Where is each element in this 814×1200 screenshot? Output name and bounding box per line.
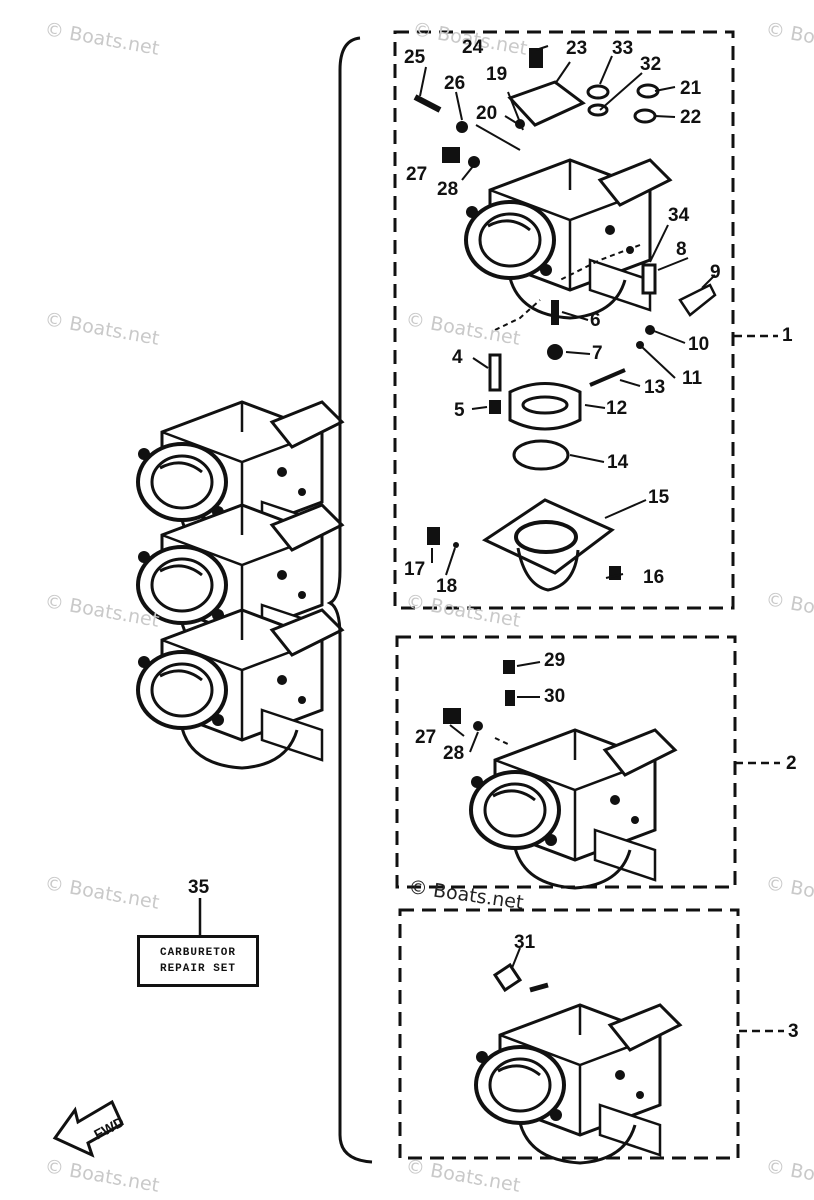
carburetor-group-1 [464,158,672,320]
ref-number: 26 [444,73,466,94]
ref-number: 24 [462,37,484,58]
repair-set-line-2: REPAIR SET [159,963,236,975]
repair-set-line-1: CARBURETOR [159,947,236,959]
ref-number: 6 [590,310,601,331]
ref-number: 10 [688,334,710,355]
ref-number: 1 [782,325,793,346]
ref-number: 2 [786,753,797,774]
group-box-3 [398,908,740,1160]
ref-number: 34 [668,205,690,226]
ref-number: 20 [476,103,498,124]
ref-number: 7 [592,343,603,364]
ref-number: 28 [443,743,465,764]
ref-number: 19 [486,64,508,85]
ref-number: 25 [404,47,426,68]
ref-number: 16 [643,567,665,588]
carburetor-assembly-stack [136,400,344,770]
carburetor-repair-set-label: CARBURETOR REPAIR SET [137,935,259,987]
ref-number: 27 [406,164,428,185]
carburetor-group-3 [474,1003,682,1165]
carburetor-group-2 [469,728,677,890]
ref-number: 33 [612,38,634,59]
fwd-arrow-icon [52,1099,124,1158]
ref-number: 22 [680,107,702,128]
ref-number: 27 [415,727,437,748]
ref-number: 9 [710,262,721,283]
ref-number: 29 [544,650,566,671]
ref-number: 17 [404,559,426,580]
ref-number: 5 [454,400,465,421]
ref-number: 4 [452,347,463,368]
ref-number: 18 [436,576,458,597]
ref-number: 28 [437,179,459,200]
ref-number: 11 [682,368,703,389]
ref-number: 23 [566,38,588,59]
group-brace [326,36,373,1164]
group-box-1 [393,30,735,610]
ref-number: 8 [676,239,687,260]
ref-number: 14 [607,452,629,473]
ref-number: 13 [644,377,666,398]
ref-number: 3 [788,1021,799,1042]
ref-number: 21 [680,78,702,99]
ref-number: 12 [606,398,628,419]
ref-number: 31 [514,932,536,953]
ref-number: 35 [188,877,210,898]
ref-number: 32 [640,54,662,75]
ref-number: 30 [544,686,566,707]
ref-number: 15 [648,487,670,508]
